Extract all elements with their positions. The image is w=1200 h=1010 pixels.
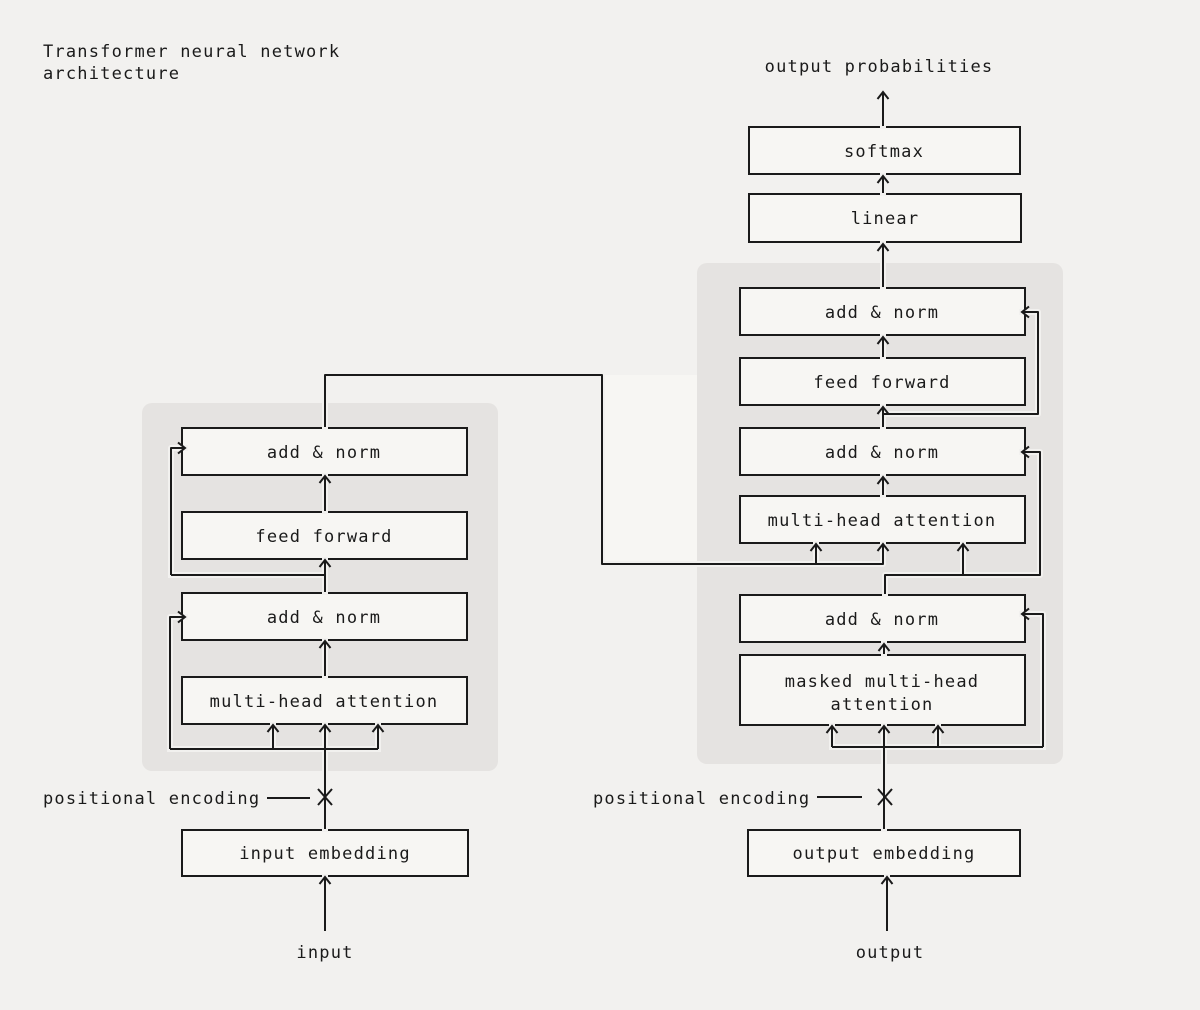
encoder-residual-ff	[170, 441, 187, 575]
decoder-add-norm-top-label: add & norm	[825, 303, 939, 323]
connectors	[169, 90, 1044, 931]
encoder-multi-head-attention-box	[181, 676, 468, 725]
input-embedding-box	[181, 829, 469, 877]
multiply-icon	[317, 788, 333, 806]
multiply-icon	[877, 788, 893, 806]
diagram-title-line2: architecture	[43, 64, 180, 84]
positional-encoding-label-left: positional encoding	[43, 789, 260, 809]
output-embedding-label: output embedding	[793, 844, 976, 864]
encoder-add-norm-top-label: add & norm	[267, 443, 381, 463]
decoder-add-norm-bottom-label: add & norm	[825, 610, 939, 630]
output-embedding-box	[747, 829, 1021, 877]
encoder-feed-forward-label: feed forward	[255, 527, 392, 547]
decoder-add-norm-middle-box	[739, 427, 1026, 476]
diagram-title-line1: Transformer neural network	[43, 42, 340, 62]
decoder-residual-attention	[884, 445, 1041, 594]
encoder-residual-attention	[169, 610, 187, 749]
decoder-multi-head-attention-box	[739, 495, 1026, 544]
masked-attention-label-line2: attention	[831, 695, 934, 715]
encoder-add-norm-bottom-label: add & norm	[267, 608, 381, 628]
masked-attention-label-line1: masked multi-head	[785, 672, 979, 692]
input-embedding-label: input embedding	[239, 844, 411, 864]
encoder-feed-forward-box	[181, 511, 468, 560]
encoder-add-norm-bottom-box	[181, 592, 468, 641]
decoder-add-norm-top-box	[739, 287, 1026, 336]
decoder-residual-ff	[883, 305, 1039, 415]
output-probabilities-label: output probabilities	[765, 57, 994, 77]
encoder-multi-head-attention-label: multi-head attention	[210, 692, 439, 712]
softmax-label: softmax	[844, 142, 924, 162]
decoder-residual-masked-attention	[1020, 607, 1044, 747]
decoder-add-norm-middle-label: add & norm	[825, 443, 939, 463]
encoder-to-decoder-cross-line	[324, 374, 890, 565]
linear-label: linear	[851, 209, 920, 229]
input-label: input	[296, 943, 353, 963]
decoder-multi-head-attention-label: multi-head attention	[768, 511, 997, 531]
positional-encoding-label-right: positional encoding	[593, 789, 810, 809]
linear-box	[748, 193, 1022, 243]
output-label: output	[856, 943, 925, 963]
decoder-feed-forward-label: feed forward	[813, 373, 950, 393]
